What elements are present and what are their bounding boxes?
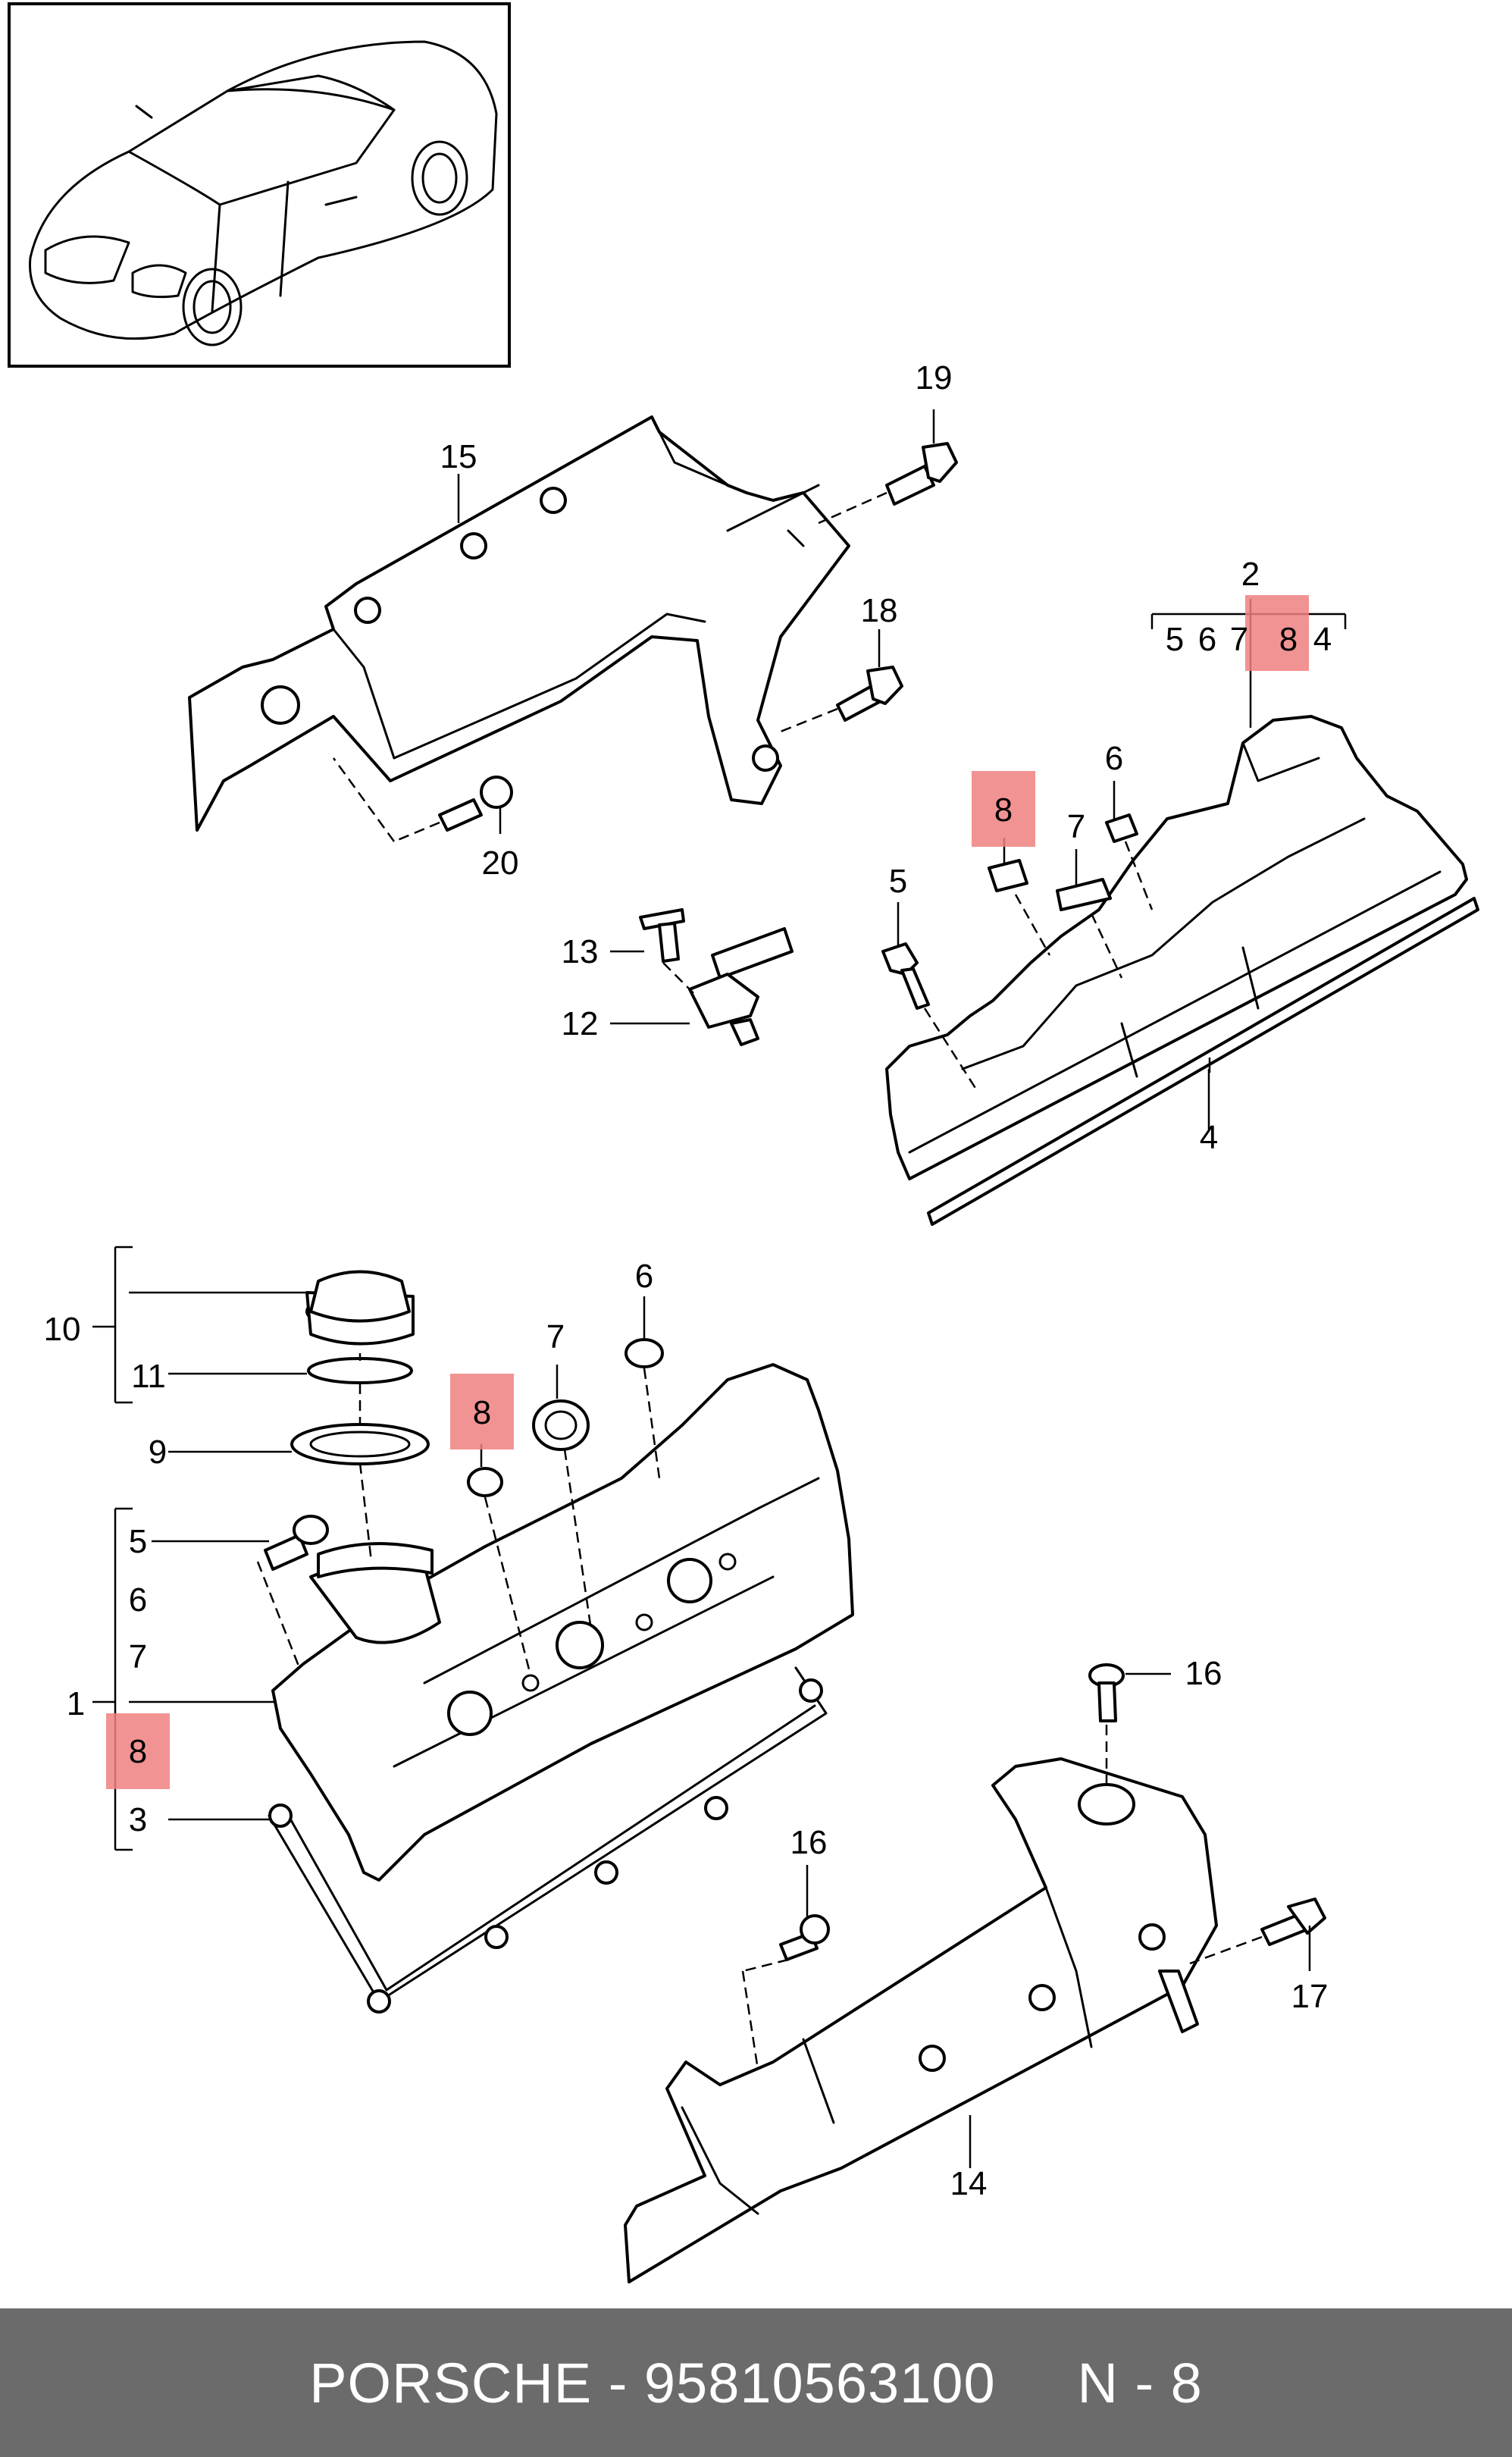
parts-diagram: 19 15 18 20 13 12 2 5 6 7 8 4 8 6 7 5 4 … (8, 2, 1479, 2283)
part-1-left-cover (271, 1363, 854, 1882)
callout-16-upper: 16 (1185, 1655, 1222, 1692)
part-2-right-cover (885, 715, 1479, 1226)
part-5-bolt-left (264, 1515, 329, 1571)
footer-separator: - (592, 2351, 644, 2415)
callout-2-sub-7: 7 (1230, 621, 1248, 658)
part-8-grommet-top (988, 859, 1028, 892)
bolt-16-upper (1088, 1663, 1125, 1722)
callout-17: 17 (1291, 1978, 1329, 2015)
highlight-8-mid (450, 1374, 514, 1449)
callout-2-sub-6: 6 (1198, 621, 1216, 658)
part-3-gasket (268, 1666, 828, 2014)
callout-13: 13 (562, 933, 599, 970)
part-14-lower-cover (624, 1757, 1218, 2283)
callout-16-lower: 16 (790, 1824, 828, 1861)
callout-1: 1 (67, 1685, 85, 1722)
callout-7-mid: 7 (546, 1318, 565, 1355)
footer-caption: PORSCHE - 95810563100 N - 8 (309, 2351, 1203, 2415)
bolt-17 (1260, 1898, 1326, 1946)
callout-6-left: 6 (129, 1581, 147, 1619)
callout-9: 9 (149, 1434, 167, 1471)
callout-6-top: 6 (1105, 740, 1123, 777)
callout-2-sub-4: 4 (1313, 621, 1332, 658)
highlight-8-top (972, 771, 1035, 847)
part-11-o-ring (307, 1357, 413, 1384)
callout-19: 19 (916, 359, 953, 396)
callout-5-left: 5 (129, 1523, 147, 1560)
callout-2-sub-8: 8 (1279, 621, 1298, 658)
callout-4: 4 (1200, 1119, 1218, 1156)
footer-ref: N - 8 (1077, 2351, 1203, 2415)
highlight-8-left (106, 1713, 170, 1789)
bolt-19 (885, 442, 958, 506)
callout-20: 20 (482, 845, 519, 882)
callout-8-left: 8 (129, 1733, 147, 1770)
part-12-sensor (688, 927, 794, 1046)
callout-2: 2 (1241, 556, 1260, 593)
footer-gap (996, 2352, 1078, 2415)
bolt-13 (639, 908, 685, 963)
part-6-plug-top (1105, 813, 1138, 843)
part-7-seal-mid (532, 1399, 590, 1451)
callout-labels: 19 15 18 20 13 12 2 5 6 7 8 4 8 6 7 5 4 … (44, 359, 1332, 2202)
part-9-seal-ring (290, 1423, 430, 1465)
part-7-seal-top (1056, 878, 1112, 911)
part-8-grommet-mid (467, 1467, 503, 1497)
footer-part-number: 95810563100 (643, 2351, 996, 2415)
callout-10: 10 (44, 1311, 81, 1348)
callout-6-mid: 6 (635, 1258, 653, 1295)
callout-14: 14 (950, 2165, 988, 2202)
callout-8-mid: 8 (473, 1394, 491, 1431)
callout-8-top: 8 (994, 791, 1013, 829)
car-thumbnail (8, 2, 511, 368)
callout-7-top: 7 (1067, 808, 1085, 845)
callout-7-left: 7 (129, 1638, 147, 1675)
assembly-lines (256, 491, 1263, 2070)
highlights (106, 595, 1309, 1789)
part-5-bolt-top (881, 942, 930, 1010)
callout-15: 15 (440, 438, 477, 475)
callout-12: 12 (562, 1005, 599, 1042)
callout-2-sub-5: 5 (1166, 621, 1184, 658)
part-6-plug-mid (625, 1338, 664, 1368)
footer-brand: PORSCHE (309, 2351, 593, 2415)
bolt-18 (836, 666, 903, 722)
bolt-20 (438, 776, 513, 832)
part-10-filler-cap (305, 1270, 415, 1346)
callout-18: 18 (861, 592, 898, 629)
footer-bar: PORSCHE - 95810563100 N - 8 (0, 2308, 1512, 2457)
callout-11: 11 (131, 1358, 166, 1395)
highlight-8-top-group (1245, 595, 1309, 671)
part-15-upper-cover (188, 415, 850, 832)
callout-5-top: 5 (889, 863, 907, 900)
bolt-16-lower (779, 1914, 830, 1961)
callout-3: 3 (129, 1801, 147, 1838)
